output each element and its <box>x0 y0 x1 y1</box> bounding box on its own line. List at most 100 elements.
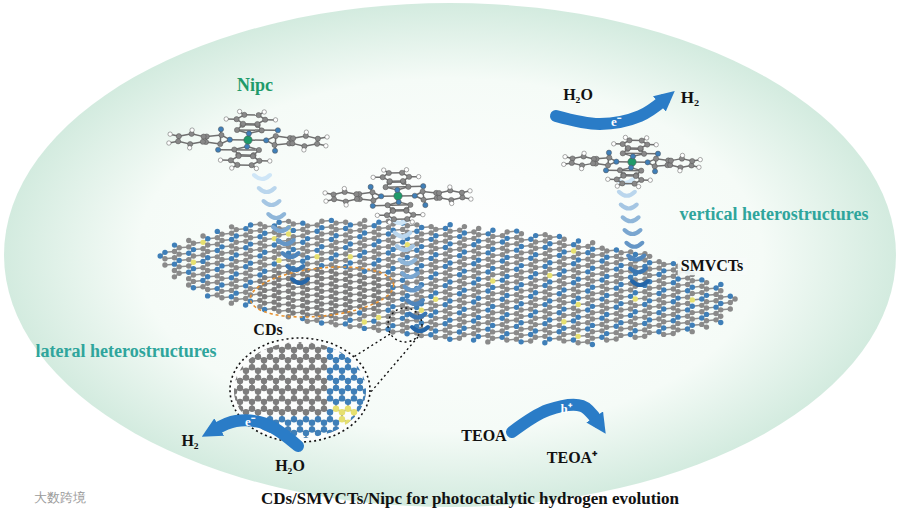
lattice-atom <box>205 280 210 285</box>
lattice-atom <box>186 238 191 243</box>
lattice-atom <box>257 234 262 239</box>
lattice-atom <box>457 228 462 233</box>
lattice-atom <box>271 293 276 298</box>
lattice-atom <box>357 221 362 226</box>
lattice-atom <box>329 230 334 235</box>
lattice-atom <box>229 300 234 305</box>
lattice-atom <box>319 250 324 255</box>
lattice-atom <box>390 240 395 245</box>
lattice-atom <box>357 228 362 233</box>
lattice-atom <box>176 271 181 276</box>
lattice-atom <box>357 247 362 252</box>
lattice-atom <box>262 294 267 299</box>
lattice-atom <box>400 239 405 244</box>
lattice-atom <box>200 246 205 251</box>
lattice-atom <box>300 271 305 276</box>
lattice-atom <box>276 220 281 225</box>
lattice-atom <box>248 254 253 259</box>
lattice-atom <box>191 272 196 277</box>
lattice-atom <box>357 259 362 264</box>
lattice-atom <box>233 284 238 289</box>
lattice-atom <box>248 222 253 227</box>
lattice-atom <box>329 243 334 248</box>
lattice-atom <box>319 231 324 236</box>
lattice-atom <box>234 246 239 251</box>
lattice-atom <box>233 290 238 295</box>
lattice-atom <box>234 259 239 264</box>
lattice-atom <box>362 237 367 242</box>
lattice-atom <box>234 240 239 245</box>
lattice-atom <box>419 225 424 230</box>
lattice-atom <box>305 268 310 273</box>
lattice-atom <box>433 227 438 232</box>
lattice-atom <box>219 244 224 249</box>
lattice-atom <box>329 249 334 254</box>
lattice-atom <box>400 227 405 232</box>
lattice-atom <box>229 294 234 299</box>
lattice-atom <box>243 290 248 295</box>
lattice-atom <box>191 266 196 271</box>
lattice-atom <box>376 219 381 224</box>
lattice-atom <box>272 249 277 254</box>
lattice-atom <box>177 258 182 263</box>
lattice-atom <box>257 260 262 265</box>
lattice-atom <box>205 236 210 241</box>
lattice-atom <box>333 252 338 257</box>
lattice-atom <box>262 269 267 274</box>
lattice-atom <box>191 241 196 246</box>
lattice-atom <box>428 230 433 235</box>
lattice-atom <box>333 239 338 244</box>
lattice-atom <box>386 244 391 249</box>
lattice-atom <box>262 262 267 267</box>
lattice-atom <box>233 271 238 276</box>
lattice-atom <box>257 298 262 303</box>
lattice-atom <box>219 276 224 281</box>
lattice-atom <box>229 288 234 293</box>
lattice-atom <box>386 250 391 255</box>
lattice-atom <box>172 249 177 254</box>
lattice-atom <box>205 255 210 260</box>
lattice-atom <box>443 232 448 237</box>
lattice-atom <box>177 245 182 250</box>
background-glow <box>4 3 896 507</box>
lattice-atom <box>205 261 210 266</box>
lattice-atom <box>262 243 267 248</box>
lattice-atom <box>200 259 205 264</box>
lattice-atom <box>248 235 253 240</box>
lattice-atom <box>447 222 452 227</box>
lattice-atom <box>186 257 191 262</box>
lattice-atom <box>329 256 334 261</box>
lattice-atom <box>362 230 367 235</box>
lattice-atom <box>333 259 338 264</box>
lattice-atom <box>186 282 191 287</box>
lattice-atom <box>215 248 220 253</box>
lattice-atom <box>214 280 219 285</box>
lattice-atom <box>219 231 224 236</box>
lattice-atom <box>333 233 338 238</box>
lattice-atom <box>371 229 376 234</box>
lattice-atom <box>257 228 262 233</box>
lattice-atom <box>376 251 381 256</box>
lattice-atom <box>257 279 262 284</box>
lattice-atom <box>219 238 224 243</box>
lattice-atom <box>362 218 367 223</box>
lattice-atom <box>257 266 262 271</box>
lattice-atom <box>386 231 391 236</box>
lattice-atom <box>219 257 224 262</box>
lattice-atom <box>262 288 267 293</box>
lattice-atom <box>291 260 296 265</box>
lattice-atom <box>186 251 191 256</box>
lattice-atom <box>262 256 267 261</box>
lattice-atom <box>329 269 334 274</box>
lattice-atom <box>419 231 424 236</box>
lattice-atom <box>386 225 391 230</box>
lattice-atom <box>329 218 334 223</box>
lattice-atom <box>300 240 305 245</box>
lattice-atom <box>214 286 219 291</box>
lattice-atom <box>333 227 338 232</box>
lattice-atom <box>443 226 448 231</box>
lattice-atom <box>229 231 234 236</box>
lattice-atom <box>348 241 353 246</box>
lattice-atom <box>219 270 224 275</box>
lattice-atom <box>172 261 177 266</box>
